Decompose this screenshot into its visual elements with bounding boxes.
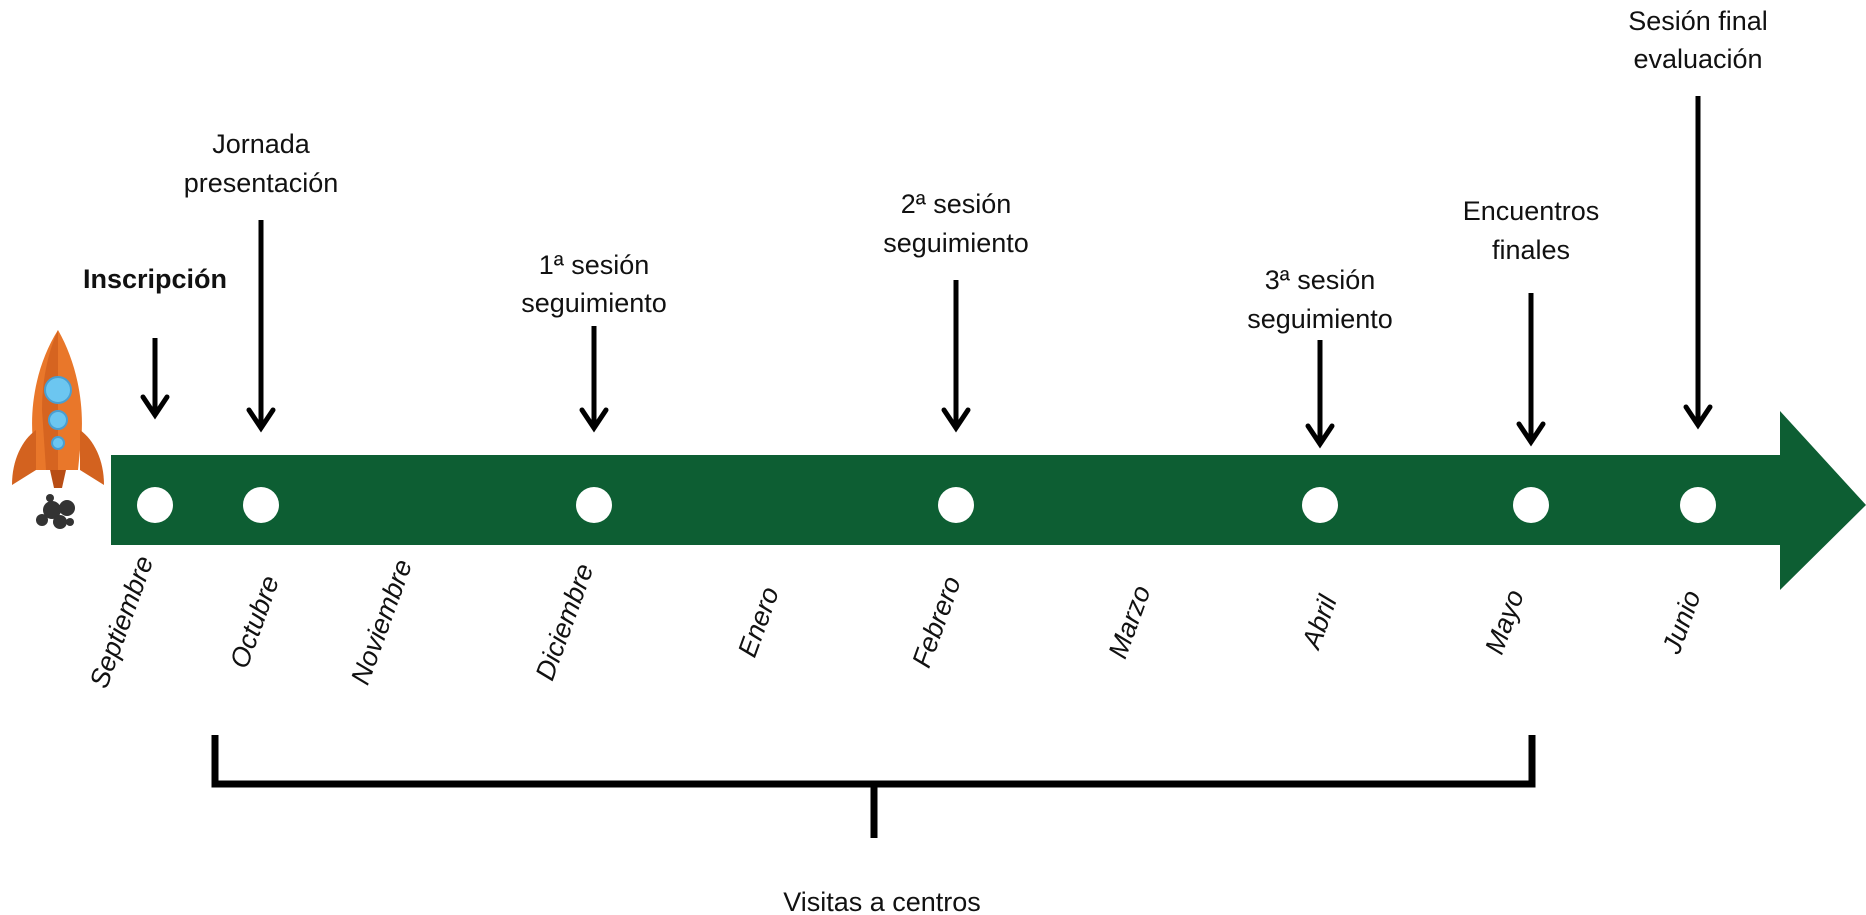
- event-arrow-sesion3: [1305, 340, 1335, 449]
- month-label-octubre: Octubre: [224, 572, 285, 673]
- month-label-noviembre: Noviembre: [345, 555, 418, 688]
- month-label-febrero: Febrero: [906, 572, 967, 671]
- timeline-dot-sesion1: [576, 487, 612, 523]
- month-label-abril: Abril: [1296, 590, 1344, 654]
- timeline-dot-encuentros: [1513, 487, 1549, 523]
- event-label-inscripcion: Inscripción: [83, 264, 227, 294]
- month-label-mayo: Mayo: [1479, 586, 1530, 658]
- visits-bracket: [211, 735, 1536, 838]
- rocket-icon: [12, 330, 104, 529]
- event-arrow-encuentros: [1516, 293, 1546, 447]
- timeline-dot-inscripcion: [137, 487, 173, 523]
- timeline-dot-sesion3: [1302, 487, 1338, 523]
- month-label-junio: Junio: [1656, 586, 1707, 658]
- event-arrow-jornada: [246, 220, 276, 433]
- event-arrow-sesion1: [579, 326, 609, 433]
- month-label-enero: Enero: [732, 583, 785, 661]
- timeline-dot-jornada: [243, 487, 279, 523]
- bracket-label: Visitas a centros: [783, 887, 981, 915]
- month-label-marzo: Marzo: [1103, 582, 1157, 663]
- event-arrow-final: [1683, 96, 1713, 430]
- event-arrow-inscripcion: [140, 338, 170, 420]
- month-label-diciembre: Diciembre: [530, 560, 600, 684]
- timeline-arrow: [111, 411, 1866, 590]
- event-arrow-sesion2: [941, 280, 971, 433]
- timeline-dot-sesion2: [938, 487, 974, 523]
- month-label-septiembre: Septiembre: [84, 552, 159, 692]
- timeline-dot-final: [1680, 487, 1716, 523]
